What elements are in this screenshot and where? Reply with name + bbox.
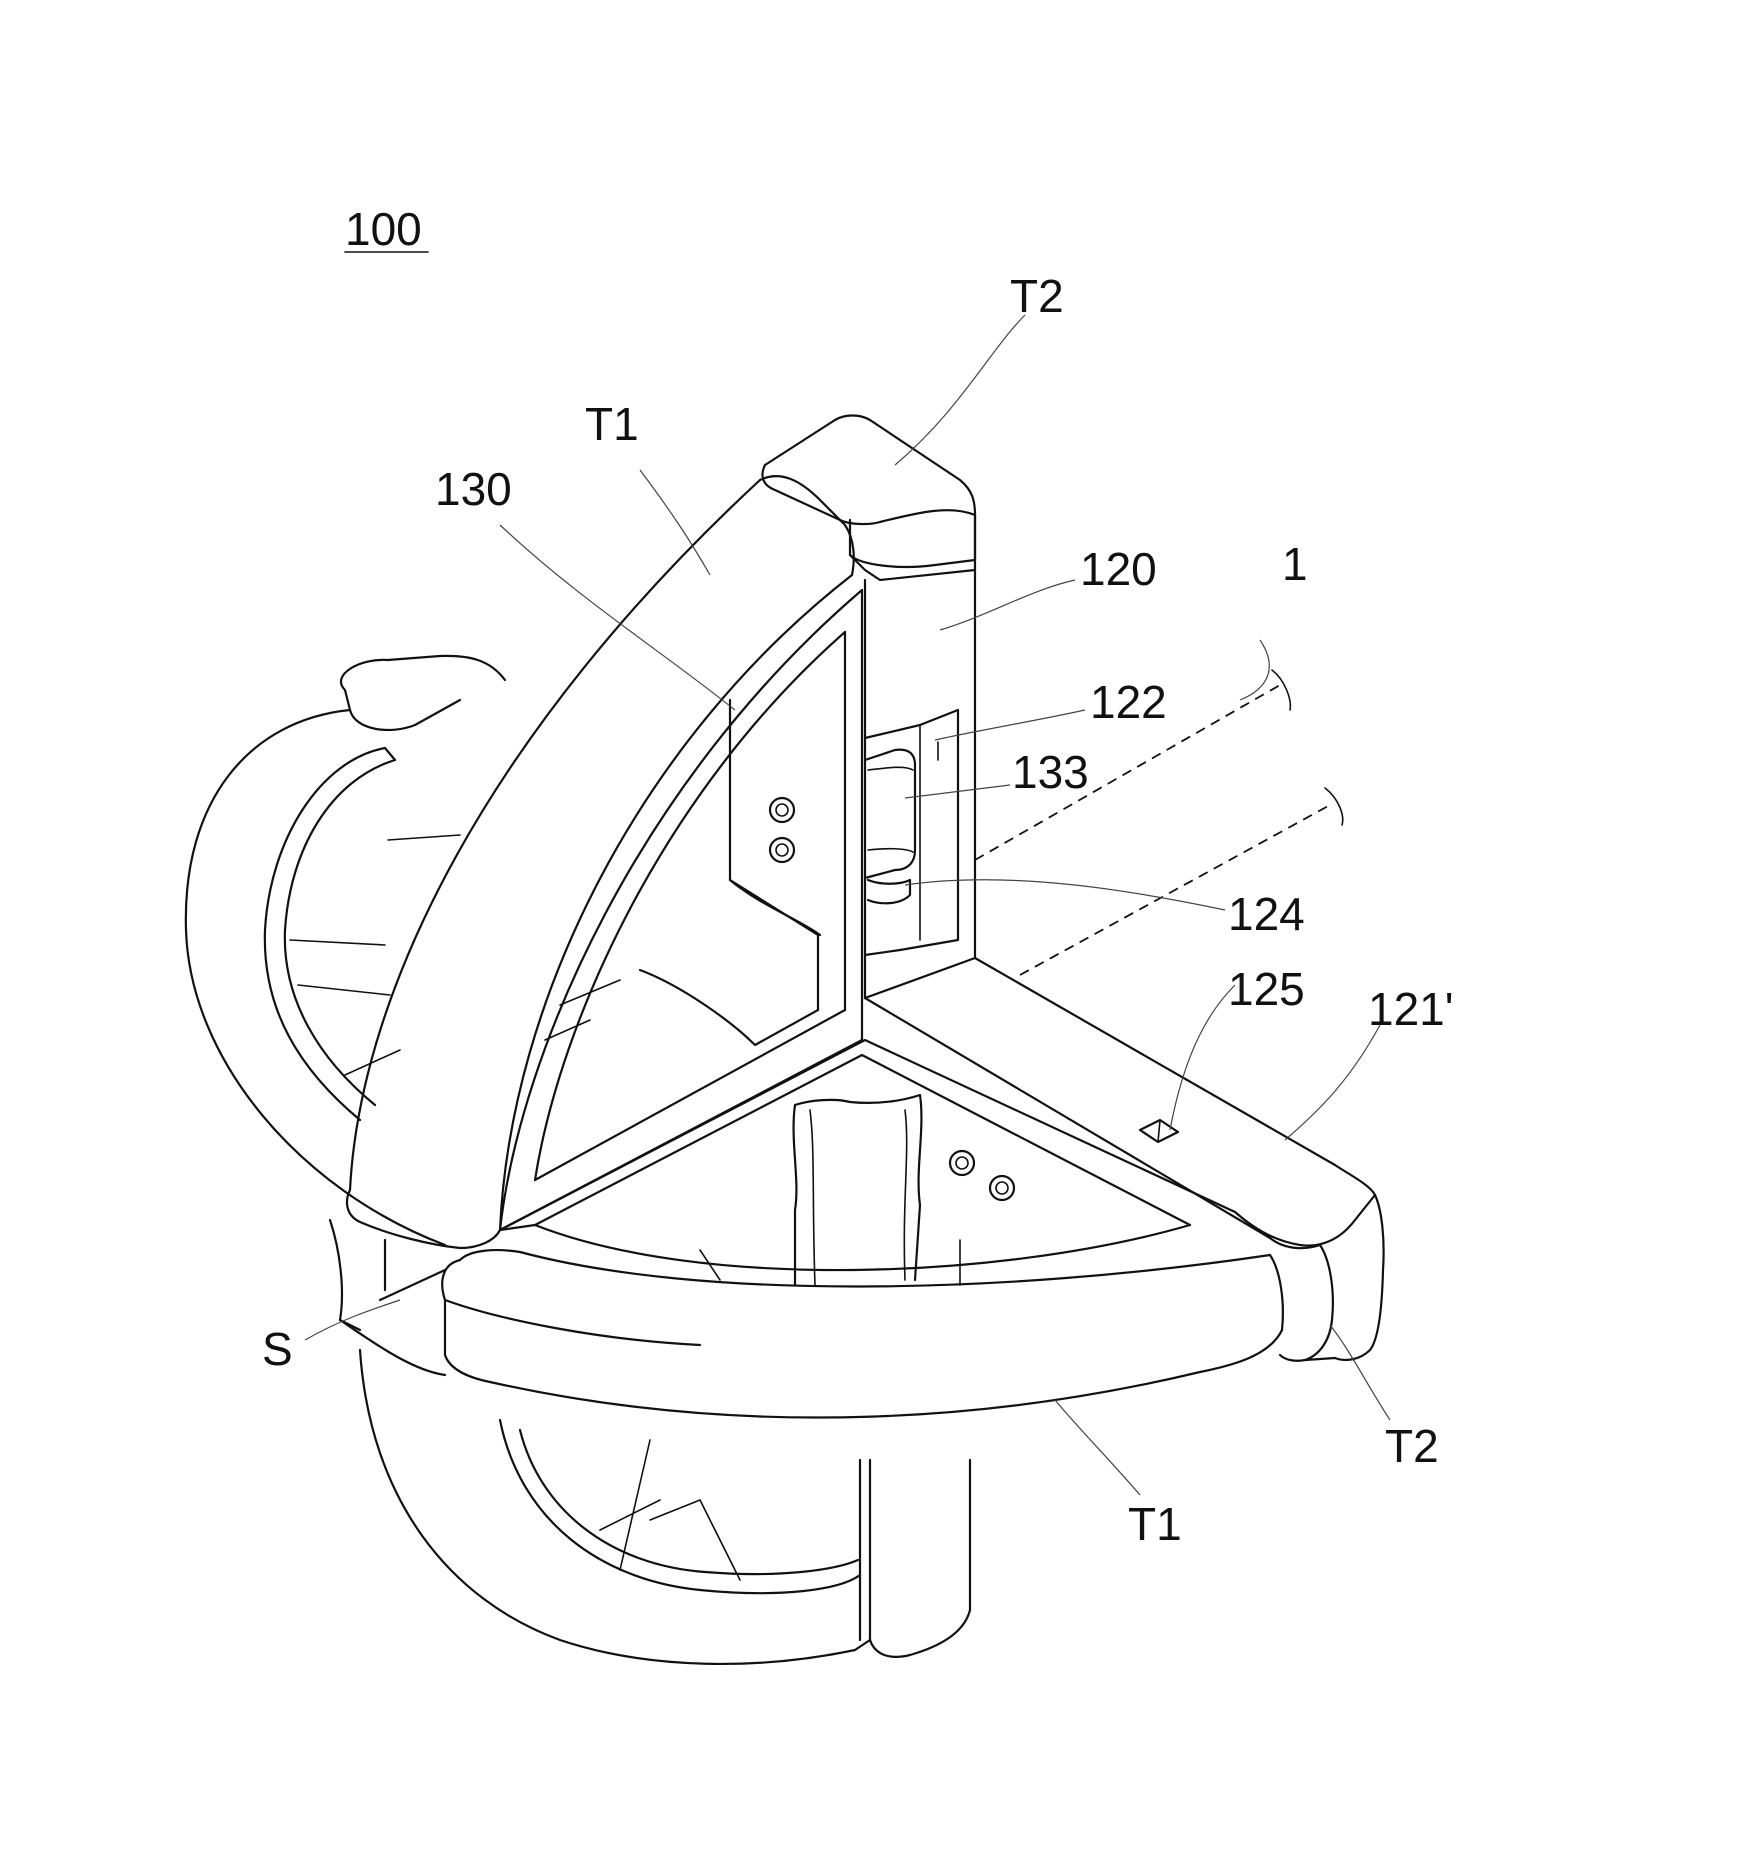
label-t1-top: T1: [585, 398, 639, 450]
left-ring: [184, 654, 507, 1247]
leader-lines: [304, 314, 1391, 1496]
label-t2-right: T2: [1385, 1420, 1439, 1472]
label-t2-top: T2: [1010, 270, 1064, 322]
right-arm: [863, 956, 1385, 1362]
label-1: 1: [1282, 538, 1308, 590]
upper-quadrant: [498, 588, 864, 1232]
label-s: S: [262, 1323, 293, 1375]
label-122: 122: [1090, 676, 1167, 728]
lower-quadrant: [498, 1038, 1237, 1287]
t1-top-band: [345, 475, 855, 1250]
label-133: 133: [1012, 746, 1089, 798]
label-125: 125: [1228, 963, 1305, 1015]
bottom-ring: [358, 1348, 972, 1666]
label-120: 120: [1080, 543, 1157, 595]
t1-bottom-band: [441, 1248, 1284, 1419]
dashed-reference-lines: [974, 669, 1344, 976]
label-130: 130: [435, 463, 512, 515]
figure-reference-number: 100: [345, 203, 422, 255]
label-124: 124: [1228, 888, 1305, 940]
label-121-prime: 121': [1368, 983, 1454, 1035]
vertical-frame-member: [761, 414, 977, 1000]
slot-s: [328, 1218, 447, 1377]
label-t1-bottom: T1: [1128, 1498, 1182, 1550]
